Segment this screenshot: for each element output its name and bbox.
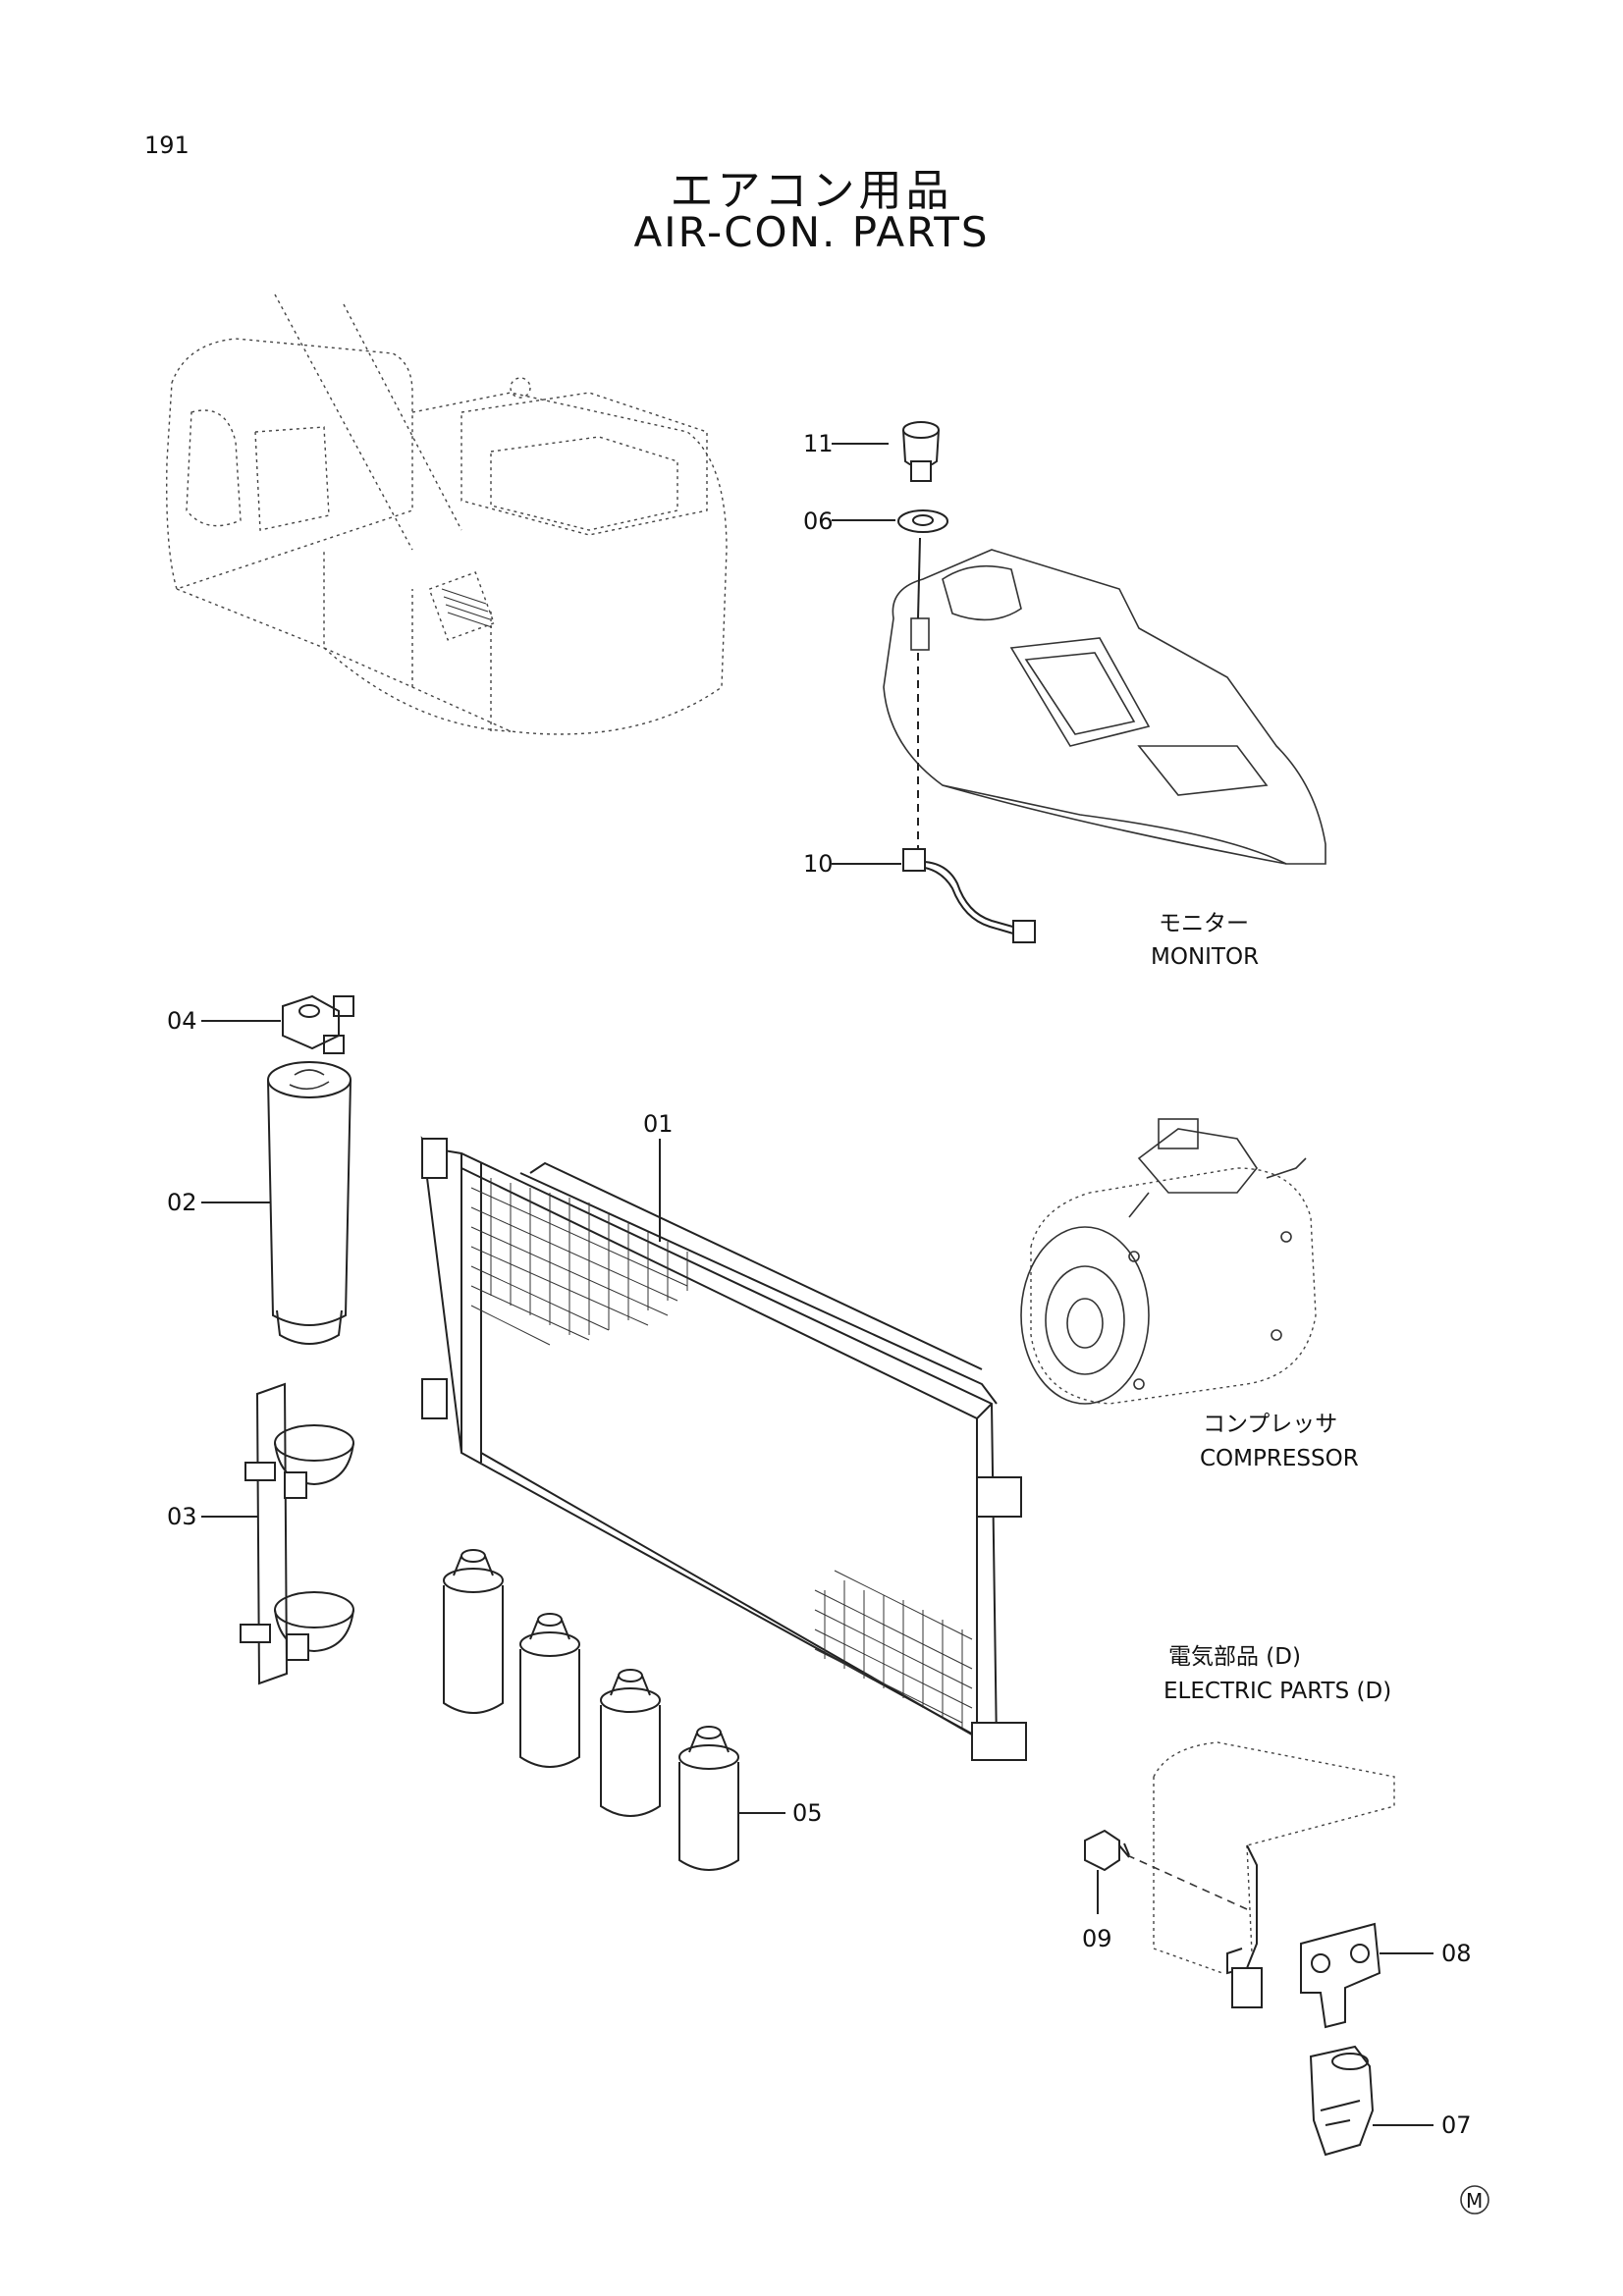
callout-09: 09 [1082, 1925, 1112, 1952]
part-09-bolt [1084, 1829, 1130, 1872]
circled-m-mark: M [1460, 2185, 1489, 2215]
part-04-pressure-switch [282, 994, 354, 1054]
caption-compressor-japanese: コンプレッサ [1203, 1412, 1337, 1437]
part-10-wire-harness [902, 848, 1036, 943]
caption-monitor-japanese: モニター [1159, 911, 1249, 936]
page-number: 191 [144, 132, 189, 159]
callout-11: 11 [803, 430, 834, 457]
mark-letter: M [1466, 2189, 1483, 2213]
callout-01: 01 [643, 1110, 674, 1138]
page-title-english: AIR-CON. PARTS [633, 208, 990, 256]
electric-parts-bracket-illustration [1126, 1741, 1395, 2008]
excavator-overview-illustration [166, 294, 728, 735]
callout-05: 05 [792, 1799, 823, 1827]
callout-02: 02 [167, 1189, 197, 1216]
part-03-mounting-bracket [240, 1382, 354, 1685]
part-07-relay [1309, 2045, 1375, 2157]
part-08-relay-plate [1300, 1922, 1381, 2029]
part-05-refrigerant-cans [443, 1549, 739, 1871]
part-06-grommet [897, 509, 948, 533]
callout-08: 08 [1441, 1940, 1472, 1967]
callout-06: 06 [803, 507, 834, 535]
monitor-housing-illustration [883, 549, 1326, 865]
caption-monitor-english: MONITOR [1151, 944, 1259, 970]
callout-07: 07 [1441, 2111, 1472, 2139]
caption-electric-english: ELECTRIC PARTS (D) [1163, 1679, 1391, 1704]
caption-compressor-english: COMPRESSOR [1200, 1446, 1359, 1471]
part-02-receiver-drier [267, 1061, 352, 1345]
compressor-illustration [1020, 1118, 1317, 1405]
callout-10: 10 [803, 850, 834, 878]
part-11-switch-knob [902, 421, 940, 482]
caption-electric-japanese: 電気部品 (D) [1168, 1644, 1301, 1670]
callout-03: 03 [167, 1503, 197, 1530]
leader-lines [201, 443, 1434, 2126]
callout-04: 04 [167, 1007, 197, 1035]
part-01-condenser [420, 1136, 1027, 1761]
page-title-japanese: エアコン用品 [670, 166, 953, 216]
